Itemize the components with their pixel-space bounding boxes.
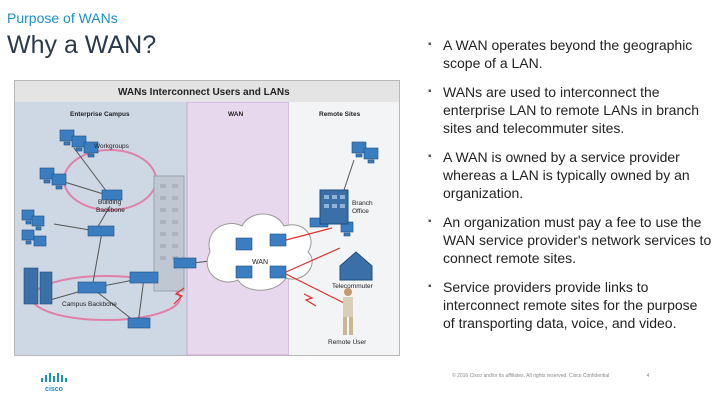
column-remote: Remote Sites (319, 111, 361, 118)
bullet-marker: ▪ (428, 281, 432, 292)
label-campus-backbone: Campus Backbone (62, 301, 117, 308)
footer: © 2016 Cisco and/or its affiliates. All … (452, 373, 649, 379)
bullet-marker: ▪ (428, 39, 432, 50)
cisco-logo-text: cisco (45, 386, 63, 393)
branch-windows (324, 195, 345, 208)
bullet-item: ▪ WANs are used to interconnect the enter… (428, 83, 713, 137)
label-branch-office-2: Office (352, 208, 369, 215)
server-icons (23, 267, 53, 305)
red-links (173, 227, 351, 307)
remote-user-figure (343, 288, 353, 335)
bullet-text: An organization must pay a fee to use th… (443, 214, 712, 266)
diagram-header (15, 81, 399, 102)
footer-copyright: © 2016 Cisco and/or its affiliates. All … (452, 373, 610, 379)
bullet-marker: ▪ (428, 216, 432, 227)
label-telecommuter: Telecommuter (332, 283, 374, 290)
label-building-backbone-1: Building (98, 199, 122, 206)
cisco-logo: cisco (41, 373, 67, 393)
column-wan: WAN (228, 111, 243, 118)
label-workgroups: Workgroups (94, 143, 130, 150)
wan-cloud-label: WAN (252, 259, 268, 266)
bullet-item: ▪ An organization must pay a fee to use t… (428, 213, 713, 267)
slide-title: Why a WAN? (7, 31, 157, 59)
bullet-item: ▪ Service providers provide links to inte… (428, 278, 713, 332)
bullet-text: A WAN operates beyond the geographic sco… (443, 37, 693, 71)
wan-switches (235, 233, 287, 279)
telecommuter-house (339, 251, 373, 281)
wan-diagram: WANs Interconnect Users and LANs Enterpr… (14, 80, 400, 356)
bullet-list: ▪ A WAN operates beyond the geographic sc… (428, 36, 713, 343)
bullet-text: Service providers provide links to inter… (443, 279, 698, 331)
diagram-title: WANs Interconnect Users and LANs (118, 87, 290, 98)
column-enterprise: Enterprise Campus (70, 111, 130, 118)
building-tower (153, 175, 185, 292)
bullet-item: ▪ A WAN is owned by a service provider wh… (428, 148, 713, 202)
label-branch-office-1: Branch (352, 200, 373, 207)
label-building-backbone-2: Backbone (96, 207, 125, 214)
page-number: 4 (646, 373, 650, 379)
section-subtitle: Purpose of WANs (7, 10, 118, 26)
bullet-marker: ▪ (428, 151, 432, 162)
workstation-icons (21, 129, 379, 247)
switch-icons (77, 189, 329, 329)
bullet-item: ▪ A WAN operates beyond the geographic sc… (428, 36, 713, 72)
bullet-text: A WAN is owned by a service provider whe… (443, 149, 690, 201)
bullet-marker: ▪ (428, 86, 432, 97)
label-remote-user: Remote User (328, 339, 367, 346)
bullet-text: WANs are used to interconnect the enterp… (443, 84, 700, 136)
